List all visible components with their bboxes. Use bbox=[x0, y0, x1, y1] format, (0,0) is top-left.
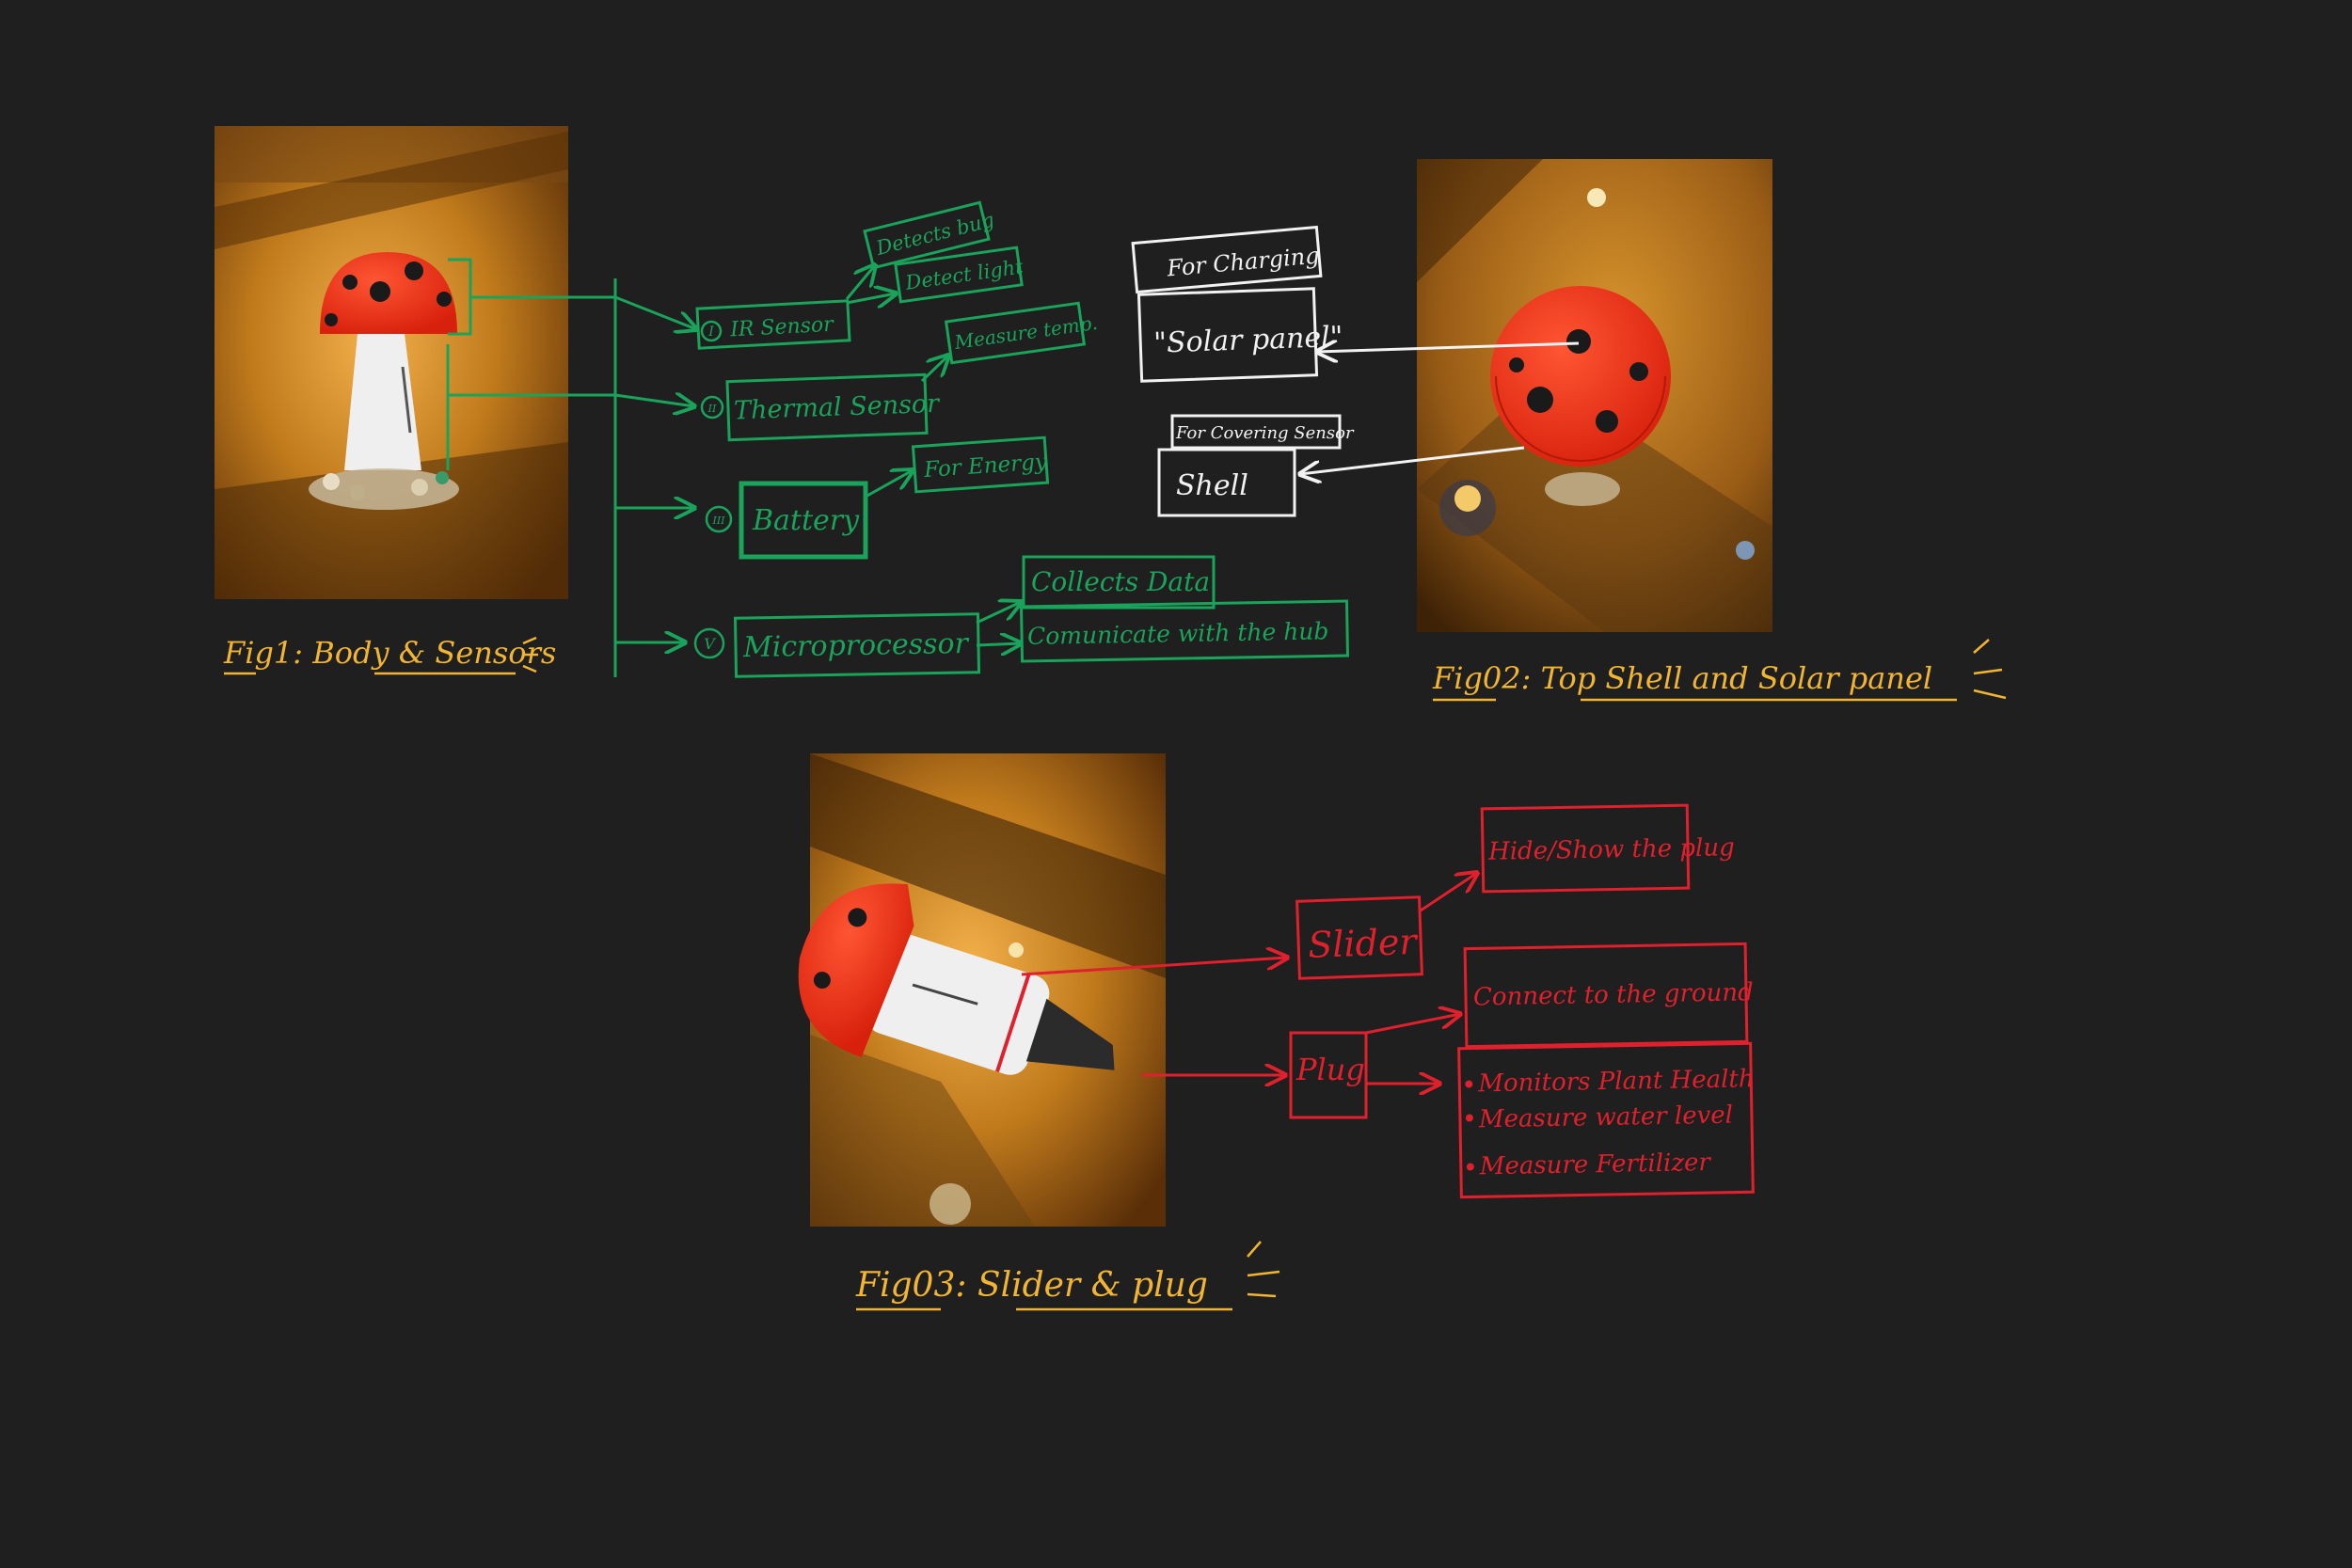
shell-label: Shell bbox=[1176, 469, 1248, 502]
fig3-caption: Fig03: Slider & plug bbox=[855, 1266, 1208, 1305]
plug-box bbox=[1289, 1031, 1368, 1119]
numeral-iii: III bbox=[711, 515, 725, 527]
ir-sensor-label: IR Sensor bbox=[729, 313, 835, 342]
microprocessor-box bbox=[733, 612, 981, 678]
numeral-v-circle bbox=[693, 627, 725, 659]
battery-label: Battery bbox=[752, 504, 860, 537]
connect-ground-label: Connect to the ground bbox=[1473, 978, 1754, 1011]
fig2-photo bbox=[1417, 159, 1772, 632]
numeral-v: V bbox=[704, 635, 716, 653]
thermal-sensor-label: Thermal Sensor bbox=[734, 389, 942, 426]
connect-ground-box bbox=[1463, 942, 1749, 1049]
plug-bullet-3: Measure Fertilizer bbox=[1479, 1148, 1712, 1180]
numeral-i: I bbox=[707, 325, 714, 340]
plug-bullet-1: Monitors Plant Health bbox=[1477, 1065, 1755, 1098]
battery-box bbox=[739, 481, 868, 560]
for-covering-label: For Covering Sensor bbox=[1175, 423, 1355, 443]
numeral-iii-circle bbox=[705, 505, 733, 533]
for-charging-box bbox=[1131, 225, 1323, 294]
fig1-connectors bbox=[446, 258, 1021, 677]
microprocessor-label: Microprocessor bbox=[742, 627, 970, 664]
for-energy-label: For Energy bbox=[922, 450, 1048, 483]
fig1-caption: Fig1: Body & Sensors bbox=[223, 635, 556, 671]
solar-panel-label: "Solar panel" bbox=[1153, 321, 1343, 360]
ir-sensor-box bbox=[695, 299, 851, 350]
fig3-caption-group: Fig03: Slider & plug bbox=[855, 1241, 1280, 1311]
solar-panel-box bbox=[1136, 287, 1319, 383]
plug-bullet-2: Measure water level bbox=[1478, 1101, 1734, 1134]
fig2-caption: Fig02: Top Shell and Solar panel bbox=[1432, 660, 1932, 696]
collects-data-label: Collects Data bbox=[1031, 566, 1210, 597]
numeral-ii: II bbox=[707, 403, 717, 415]
numeral-ii-circle bbox=[700, 395, 724, 420]
plug-label: Plug bbox=[1295, 1052, 1365, 1087]
slider-box bbox=[1295, 895, 1423, 980]
for-energy-box bbox=[911, 436, 1050, 494]
shell-box bbox=[1157, 448, 1296, 517]
fig3-photo bbox=[798, 753, 1166, 1227]
fig1-caption-group: Fig1: Body & Sensors bbox=[223, 635, 556, 675]
plug-functions-box bbox=[1457, 1041, 1755, 1199]
slider-label: Slider bbox=[1307, 921, 1420, 966]
communicate-box bbox=[1019, 599, 1350, 663]
hide-show-label: Hide/Show the plug bbox=[1487, 833, 1735, 866]
detect-light-box bbox=[894, 245, 1024, 304]
thermal-sensor-box bbox=[725, 372, 929, 442]
communicate-label: Comunicate with the hub bbox=[1027, 617, 1329, 650]
detects-bug-box bbox=[863, 200, 991, 270]
fig2-caption-group: Fig02: Top Shell and Solar panel bbox=[1432, 639, 2007, 702]
hide-show-box bbox=[1480, 803, 1691, 894]
collects-data-box bbox=[1022, 555, 1216, 610]
for-covering-box bbox=[1170, 414, 1342, 450]
for-charging-label: For Charging bbox=[1165, 242, 1320, 281]
numeral-i-circle bbox=[700, 320, 723, 342]
measure-temp-box bbox=[944, 301, 1087, 365]
fig1-photo bbox=[215, 126, 568, 599]
